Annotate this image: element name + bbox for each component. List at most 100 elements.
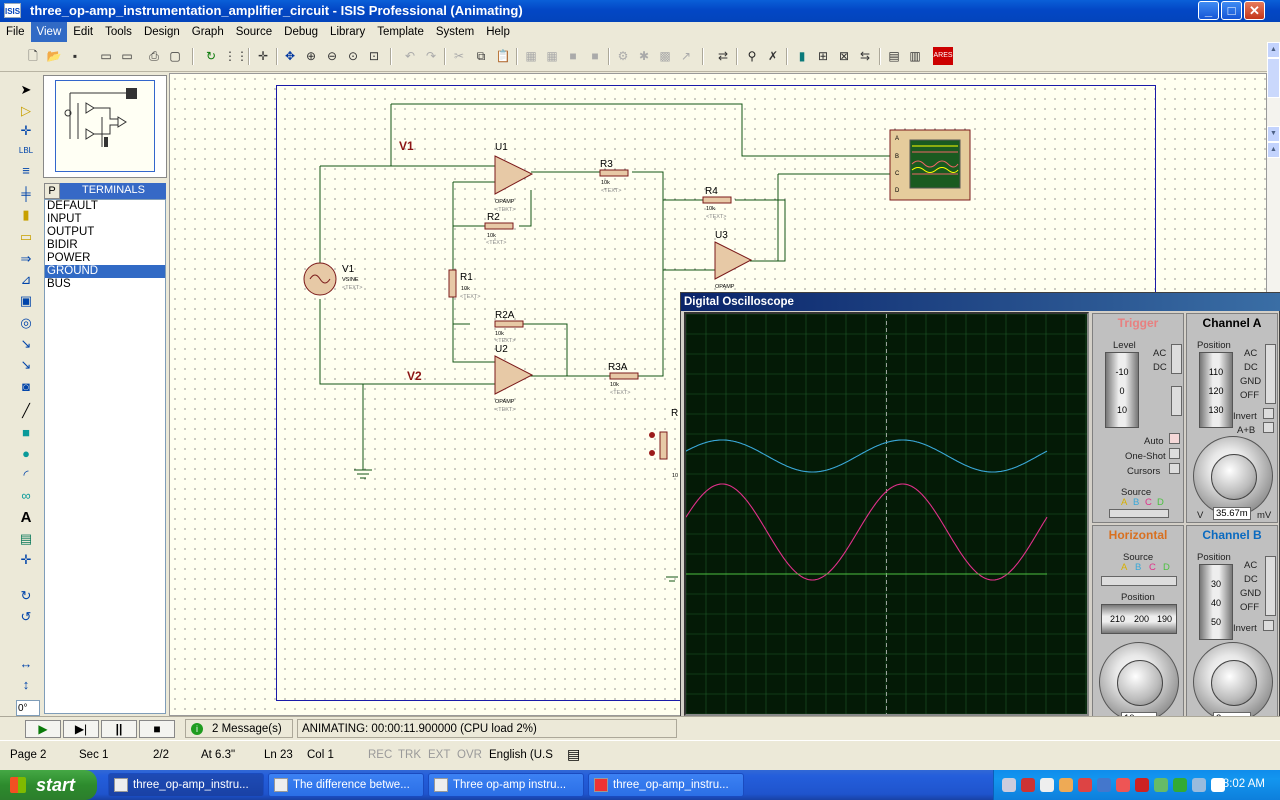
marker-tool-icon[interactable]: ✛: [20, 552, 32, 567]
step-button[interactable]: ▶|: [63, 720, 99, 738]
zoom-all-icon[interactable]: ⊙: [347, 49, 359, 63]
circle-tool-icon[interactable]: ●: [22, 446, 30, 461]
electrical-rule-check-icon[interactable]: ▥: [909, 49, 921, 63]
oscilloscope-title-bar[interactable]: Digital Oscilloscope: [681, 293, 1280, 311]
menu-design[interactable]: Design: [143, 26, 180, 38]
junction-dot-icon[interactable]: ✛: [20, 123, 32, 138]
pick-devices-button[interactable]: P: [44, 183, 60, 199]
stop-button[interactable]: ■: [139, 720, 175, 738]
refresh-icon[interactable]: ↻: [205, 49, 217, 63]
trigger-source-a[interactable]: A: [1121, 497, 1128, 508]
maximize-button[interactable]: □: [1221, 1, 1242, 20]
channel-a-volts-dial[interactable]: [1193, 436, 1273, 516]
taskbar-item-browser[interactable]: Three op-amp instru...: [428, 773, 584, 797]
channel-b-volts-dial[interactable]: [1193, 642, 1273, 722]
channel-b-coupling-switch[interactable]: [1265, 556, 1276, 616]
paste-icon[interactable]: 📋: [495, 49, 511, 63]
channel-b-invert-button[interactable]: [1263, 620, 1274, 631]
new-sheet-icon[interactable]: ▮: [798, 49, 806, 63]
security-shield-icon[interactable]: [1078, 778, 1092, 792]
rotate-anticlockwise-icon[interactable]: ↺: [20, 609, 32, 624]
block-rotate-icon[interactable]: ■: [569, 49, 577, 63]
taskbar-item-isis[interactable]: three_op-amp_instru...: [108, 773, 264, 797]
menu-source[interactable]: Source: [235, 26, 273, 38]
channel-a-aplusb-button[interactable]: [1263, 422, 1274, 433]
trigger-coupling-switch[interactable]: [1171, 344, 1182, 374]
text-script-icon[interactable]: ≡: [22, 163, 30, 178]
pause-button[interactable]: ||: [101, 720, 137, 738]
horizontal-source-slider[interactable]: [1101, 576, 1177, 586]
horizontal-source-b[interactable]: B: [1135, 562, 1142, 573]
horizontal-source-c[interactable]: C: [1149, 562, 1156, 573]
tape-recorder-icon[interactable]: ▣: [19, 293, 33, 308]
trigger-level-drum[interactable]: -10 0 10: [1105, 352, 1139, 428]
messenger-icon[interactable]: [1097, 778, 1111, 792]
line-tool-icon[interactable]: ╱: [22, 403, 30, 418]
text-tool-icon[interactable]: A: [20, 509, 32, 526]
wire-label-icon[interactable]: LBL: [18, 146, 34, 155]
pan-icon[interactable]: ✥: [284, 49, 296, 63]
graph-mode-icon[interactable]: ⊿: [20, 272, 32, 287]
export-icon[interactable]: ▭: [121, 49, 133, 63]
save-icon[interactable]: ▪: [72, 49, 78, 63]
block-move-icon[interactable]: ▦: [546, 49, 558, 63]
block-delete-icon[interactable]: ■: [591, 49, 599, 63]
antivirus-icon[interactable]: [1021, 778, 1035, 792]
rotation-angle-input[interactable]: [16, 700, 40, 716]
scroll-down-arrow-icon[interactable]: ▼: [1267, 126, 1280, 142]
make-device-icon[interactable]: ✱: [638, 49, 650, 63]
arc-tool-icon[interactable]: ◜: [23, 467, 29, 482]
taskbar-item-word[interactable]: The difference betwe...: [268, 773, 424, 797]
voltage-probe-icon[interactable]: ↘: [20, 336, 32, 351]
trigger-source-slider[interactable]: [1109, 509, 1169, 518]
channel-b-position-drum[interactable]: 30 40 50: [1199, 564, 1233, 640]
menu-library[interactable]: Library: [330, 26, 366, 38]
update-icon[interactable]: [1116, 778, 1130, 792]
scroll-up-arrow-icon[interactable]: ▲: [1267, 42, 1280, 58]
menu-graph[interactable]: Graph: [191, 26, 224, 38]
keyboard-icon[interactable]: ▤: [567, 746, 581, 762]
origin-icon[interactable]: ✛: [257, 49, 269, 63]
print-icon[interactable]: ⎙: [149, 49, 159, 63]
trigger-auto-button[interactable]: [1169, 433, 1180, 444]
scroll-up-arrow-icon[interactable]: ▲: [1267, 142, 1280, 158]
menu-system[interactable]: System: [435, 26, 475, 38]
import-icon[interactable]: ▭: [100, 49, 112, 63]
device-pin-icon[interactable]: ⇒: [20, 251, 32, 266]
menu-file[interactable]: File: [6, 26, 25, 38]
selection-mode-icon[interactable]: ➤: [20, 82, 32, 97]
isis-app-icon[interactable]: ISIS: [4, 3, 21, 18]
trigger-source-d[interactable]: D: [1157, 497, 1164, 508]
mirror-horizontal-icon[interactable]: ↔: [19, 656, 33, 671]
generator-icon[interactable]: ◎: [20, 315, 32, 330]
menu-edit[interactable]: Edit: [73, 26, 94, 38]
subcircuit-icon[interactable]: ▮: [22, 207, 30, 222]
taskbar-item-pdf[interactable]: three_op-amp_instru...: [588, 773, 744, 797]
acrobat-icon[interactable]: [1135, 778, 1149, 792]
mirror-vertical-icon[interactable]: ↕: [22, 677, 30, 692]
minimize-button[interactable]: _: [1198, 1, 1219, 20]
ares-icon[interactable]: ARES: [933, 47, 953, 65]
messages-indicator[interactable]: i 2 Message(s): [185, 719, 293, 738]
menu-help[interactable]: Help: [486, 26, 510, 38]
open-file-icon[interactable]: 📂: [46, 49, 62, 63]
channel-a-coupling-switch[interactable]: [1265, 344, 1276, 404]
copy-icon[interactable]: ⧉: [476, 49, 486, 63]
horizontal-position-drum[interactable]: 210 200 190: [1101, 604, 1177, 634]
zoom-area-icon[interactable]: ⊡: [368, 49, 380, 63]
menu-template[interactable]: Template: [377, 26, 424, 38]
network-icon[interactable]: [1002, 778, 1016, 792]
list-item[interactable]: BIDIR: [47, 239, 78, 251]
cut-icon[interactable]: ✂: [453, 49, 465, 63]
menu-view[interactable]: View: [30, 22, 68, 42]
component-mode-icon[interactable]: ▷: [21, 103, 31, 118]
horizontal-source-a[interactable]: A: [1121, 562, 1128, 573]
terminals-list[interactable]: DEFAULT INPUT OUTPUT BIDIR POWER GROUND …: [44, 199, 166, 714]
current-probe-icon[interactable]: ↘: [20, 357, 32, 372]
property-tool-icon[interactable]: ✗: [767, 49, 779, 63]
bus-icon[interactable]: ╪: [21, 186, 31, 201]
horizontal-source-d[interactable]: D: [1163, 562, 1170, 573]
remove-sheet-icon[interactable]: ⊞: [817, 49, 829, 63]
packaging-icon[interactable]: ▩: [659, 49, 671, 63]
wireless-icon[interactable]: [1211, 778, 1225, 792]
